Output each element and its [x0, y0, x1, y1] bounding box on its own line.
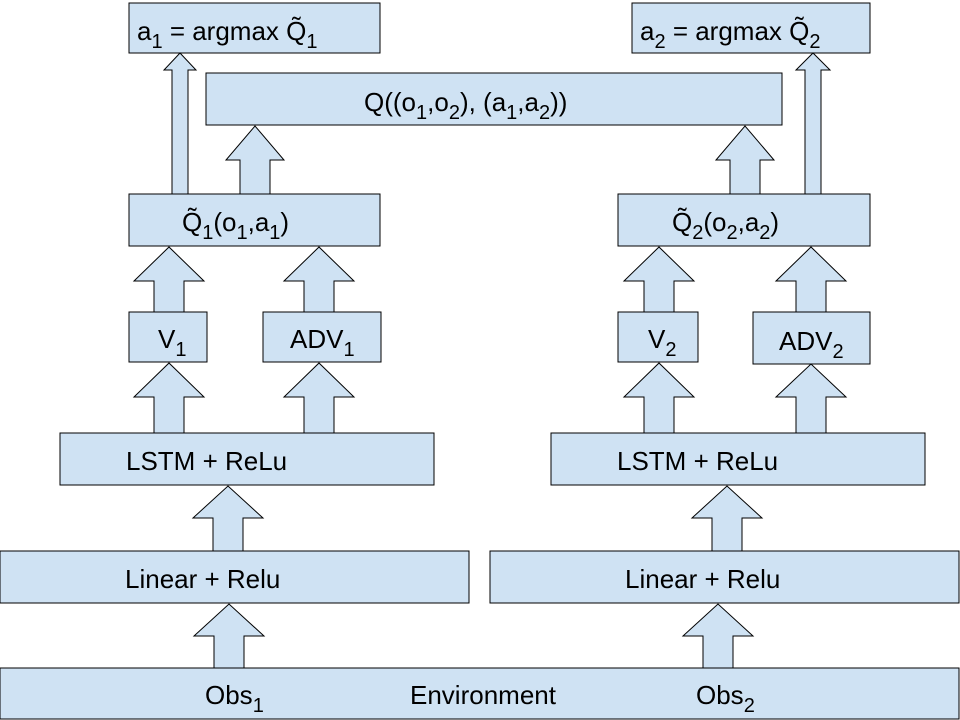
lstm1-label: LSTM + ReLu [126, 446, 287, 476]
joint-q-box [205, 72, 783, 126]
obs2-label: Obs2 [696, 680, 755, 717]
joint-q-label: Q((o1,o2), (a1,a2)) [364, 87, 567, 124]
v1-box [128, 311, 208, 363]
action2-label: a2 = argmax Q̃2 [640, 16, 821, 53]
up-arrow-icon [162, 52, 198, 195]
up-arrow-icon [132, 362, 206, 434]
adv2-label: ADV2 [779, 326, 844, 363]
q1-box [128, 193, 381, 247]
environment-label: Environment [410, 680, 557, 710]
up-arrow-icon [191, 485, 265, 552]
linear2-label: Linear + Relu [625, 564, 780, 594]
up-arrow-icon [622, 246, 696, 313]
up-arrow-icon [774, 363, 848, 434]
action1-box [128, 2, 381, 54]
up-arrow-icon [132, 246, 206, 313]
linear1-box [0, 550, 470, 604]
v2-label: V2 [648, 324, 676, 361]
q2-box [617, 193, 871, 247]
lstm2-box [550, 432, 926, 486]
up-arrow-icon [192, 603, 266, 669]
v2-box [617, 311, 699, 363]
up-arrow-icon [224, 125, 286, 195]
linear2-box [489, 550, 960, 604]
v1-label: V1 [158, 324, 186, 361]
environment-box [0, 667, 960, 720]
up-arrow-icon [774, 246, 848, 313]
linear1-label: Linear + Relu [125, 564, 280, 594]
obs1-label: Obs1 [205, 680, 264, 717]
adv1-label: ADV1 [290, 324, 355, 361]
lstm2-label: LSTM + ReLu [617, 446, 778, 476]
q1-label: Q̃1(o1,a1) [182, 207, 289, 244]
q2-label: Q̃2(o2,a2) [672, 207, 779, 244]
up-arrow-icon [622, 362, 696, 434]
action1-label: a1 = argmax Q̃1 [137, 16, 318, 53]
up-arrow-icon [282, 362, 356, 434]
up-arrow-icon [282, 246, 356, 313]
up-arrow-icon [714, 125, 776, 195]
lstm1-box [59, 432, 435, 486]
up-arrow-icon [794, 52, 832, 195]
action2-box [631, 2, 871, 54]
up-arrow-icon [681, 603, 755, 669]
adv1-box [262, 311, 382, 363]
up-arrow-icon [690, 485, 764, 552]
